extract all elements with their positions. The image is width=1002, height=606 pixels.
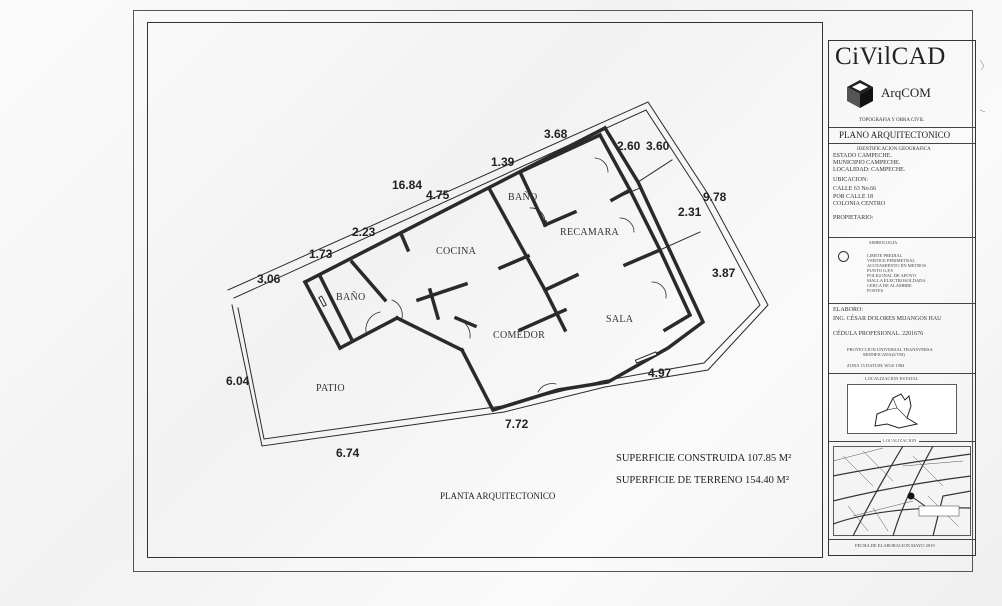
dim-3-60: 3.60 <box>646 139 670 153</box>
legend-0: LIMITE PREDIAL <box>867 253 903 258</box>
room-sala: SALA <box>606 314 634 325</box>
sheet-title: PLANO ARQUITECTONICO <box>839 130 951 140</box>
localidad: LOCALIDAD: CAMPECHE. <box>833 167 906 173</box>
dim-3-68: 3.68 <box>544 127 568 141</box>
superficie-construida: SUPERFICIE CONSTRUIDA 107.85 M² <box>616 453 792 464</box>
door-swings <box>365 157 667 393</box>
brand-name: CiVilCAD <box>835 43 946 70</box>
drawing-frame <box>147 22 823 558</box>
cedula: CÉDULA PROFESIONAL. 2201676 <box>833 331 924 337</box>
room-comedor: COMEDOR <box>493 330 546 341</box>
state-map-inset <box>847 384 957 434</box>
building-walls <box>302 125 706 413</box>
estado: ESTADO CAMPECHE. <box>833 153 892 159</box>
propietario: PROPIETARIO: <box>833 215 874 221</box>
elaboro-name: ING. CÉSAR DOLORES MIJANGOS HAU <box>833 316 942 322</box>
legend-6: CERCA DE ALAMBRE <box>867 283 912 288</box>
title-block: CiVilCAD ArqCOM TOPOGRAFIA Y OBRA CIVIL … <box>828 40 976 556</box>
ubicacion-label: UBICACION: <box>833 177 869 183</box>
loc-estatal: LOCALIZACION ESTATAL <box>865 376 919 381</box>
legend-5: MALLA ELECTROSOLDADA <box>867 278 926 283</box>
dim-9-78: 9.78 <box>703 190 727 204</box>
dim-3-06: 3.06 <box>257 272 281 286</box>
dim-2-60: 2.60 <box>617 139 641 153</box>
logo-text: ArqCOM <box>881 85 931 100</box>
superficie-terreno: SUPERFICIE DE TERRENO 154.40 M² <box>616 475 790 486</box>
room-cocina: COCINA <box>436 246 477 257</box>
legend-circle-icon <box>838 251 849 262</box>
dim-1-39: 1.39 <box>491 155 515 169</box>
legend-2: ACOTAMIENTO EN METROS <box>867 263 927 268</box>
simbologia: SIMBOLOGIA <box>869 240 898 245</box>
colonia: COLONIA CENTRO <box>833 201 886 207</box>
fecha: FECHA DE ELABORACION MAYO 2019 <box>855 543 935 548</box>
room-bano-top: BAÑO <box>508 192 538 203</box>
subtitle: TOPOGRAFIA Y OBRA CIVIL <box>859 118 925 123</box>
calle1: CALLE 63 No.66 <box>833 186 877 192</box>
room-recamara: RECAMARA <box>560 227 620 238</box>
dim-6-04: 6.04 <box>226 374 250 388</box>
calle2: POR CALLE 18 <box>833 194 874 200</box>
street-map-inset <box>833 446 971 536</box>
proyeccion1: PROYECCION UNIVERSAL TRANSVERSA <box>847 347 933 352</box>
dim-4-75: 4.75 <box>426 188 450 202</box>
room-patio: PATIO <box>316 383 345 394</box>
elaboro-label: ELABORO: <box>833 307 863 313</box>
dim-4-97: 4.97 <box>648 366 672 380</box>
legend-1: VERTICE PERIMETRAL <box>867 258 916 263</box>
legend-3: PUNTO G.P.S <box>867 268 894 273</box>
legend-7: POSTES <box>867 288 884 293</box>
geo-heading: IDENTIFICACION GEOGRAFICA <box>857 147 931 152</box>
room-bano-left: BAÑO <box>336 292 366 303</box>
dim-2-23: 2.23 <box>352 225 376 239</box>
legend-4: POLIGONAL DE APOYO <box>867 273 917 278</box>
property-boundary <box>227 101 769 447</box>
localizacion: LOCALIZACION <box>881 438 919 443</box>
dim-1-73: 1.73 <box>309 247 333 261</box>
municipio: MUNICIPIO CAMPECHE. <box>833 160 901 166</box>
zona: ZONA 15 DATUM: WGS 1984 <box>847 363 905 368</box>
dim-6-74: 6.74 <box>336 446 360 460</box>
proyeccion2: MODIFICADA(UTM) <box>863 352 905 357</box>
arqcom-logo-icon <box>847 80 873 108</box>
outer-frame <box>133 10 973 572</box>
plan-caption: PLANTA ARQUITECTONICO <box>440 491 556 501</box>
dim-7-72: 7.72 <box>505 417 529 431</box>
dim-2-31: 2.31 <box>678 205 702 219</box>
dim-16-84: 16.84 <box>392 178 423 192</box>
dim-3-87: 3.87 <box>712 266 736 280</box>
